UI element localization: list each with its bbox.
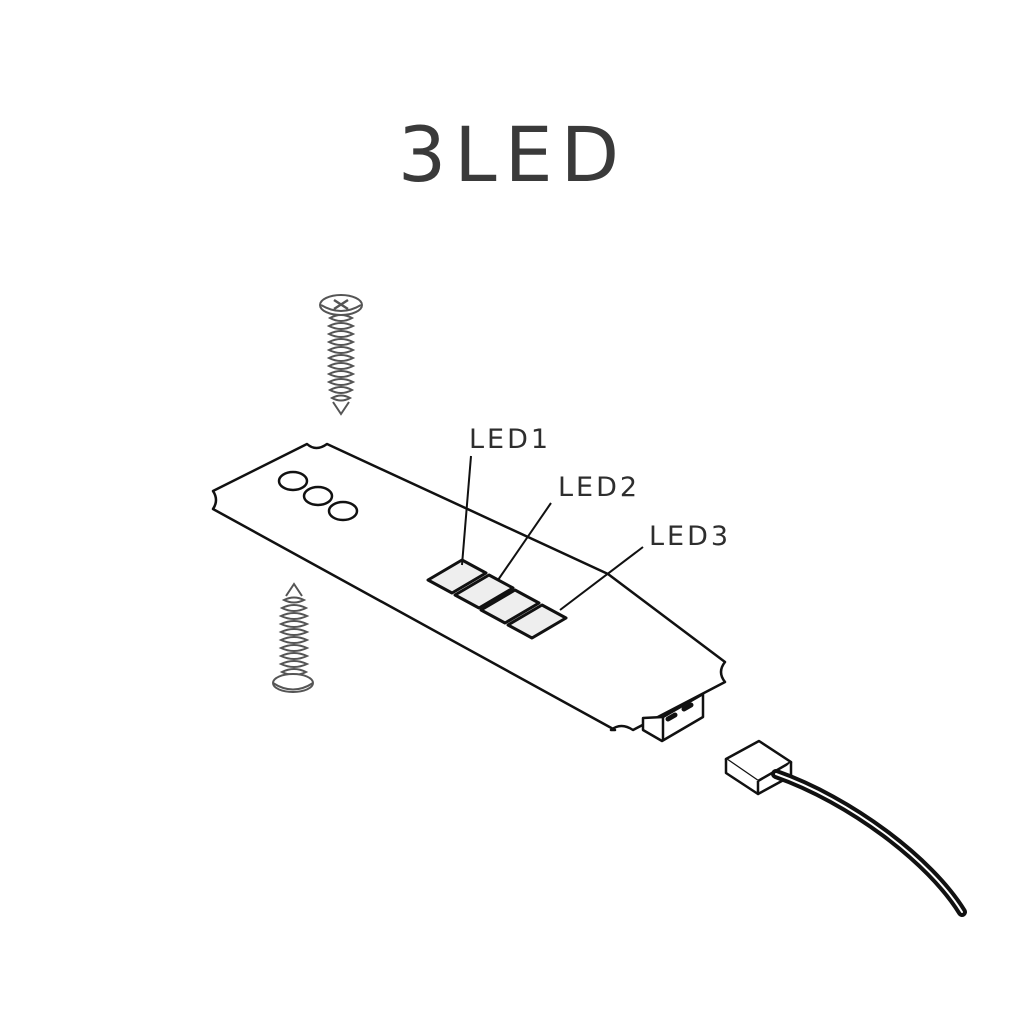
led3-label: LED3 xyxy=(649,521,731,552)
led-chip-4 xyxy=(506,603,568,640)
cable xyxy=(771,769,967,917)
diagram-title: 3LED xyxy=(397,110,628,199)
top-screw-icon xyxy=(319,294,363,416)
led3-leader xyxy=(559,546,644,611)
sensor-hole-2 xyxy=(302,485,334,507)
sensor-hole-3 xyxy=(327,500,359,522)
led2-leader xyxy=(497,502,552,581)
led-chips xyxy=(426,558,568,640)
led-chip-3 xyxy=(479,588,541,625)
bottom-screw-icon xyxy=(272,582,314,693)
led1-label: LED1 xyxy=(469,424,551,455)
board-connector xyxy=(641,692,705,743)
sensor-hole-1 xyxy=(277,470,309,492)
led-chip-1 xyxy=(426,558,488,595)
led1-leader xyxy=(461,455,472,566)
cable-plug xyxy=(724,739,793,796)
led2-label: LED2 xyxy=(558,472,640,503)
leader-lines xyxy=(461,455,644,611)
led-chip-2 xyxy=(453,573,515,610)
